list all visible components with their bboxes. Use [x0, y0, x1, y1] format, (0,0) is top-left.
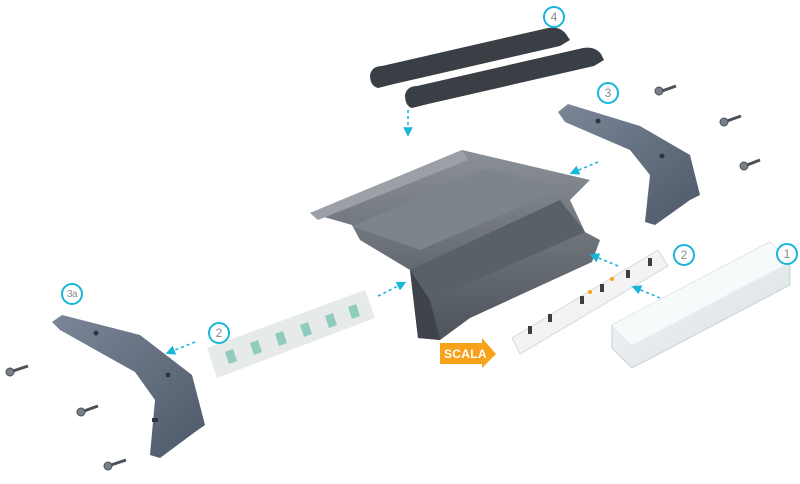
led-strip — [511, 249, 669, 355]
callout-2-tape: 2 — [208, 322, 230, 344]
callout-3a: 3a — [61, 283, 83, 305]
end-cap-right — [558, 104, 700, 225]
callout-label: 3a — [66, 288, 78, 300]
adhesive-tape — [207, 290, 375, 378]
callout-label: 1 — [783, 247, 791, 261]
assembly-arrows — [165, 110, 661, 355]
end-cap-left — [52, 315, 205, 458]
callout-label: 3 — [604, 86, 612, 100]
scala-badge: SCALA — [438, 342, 496, 366]
screws — [5, 84, 761, 471]
callout-1: 1 — [776, 243, 798, 265]
callout-label: 4 — [550, 10, 558, 24]
callout-label: 2 — [215, 326, 223, 340]
cover-insert-strips — [370, 27, 604, 108]
scala-badge-shape — [440, 338, 496, 368]
callout-3: 3 — [597, 82, 619, 104]
badge-label: SCALA — [444, 347, 487, 361]
callout-label: 2 — [680, 248, 688, 262]
diffuser-cover — [611, 241, 791, 369]
callout-2-led: 2 — [673, 244, 695, 266]
aluminium-profile — [310, 150, 600, 340]
callout-4: 4 — [543, 6, 565, 28]
